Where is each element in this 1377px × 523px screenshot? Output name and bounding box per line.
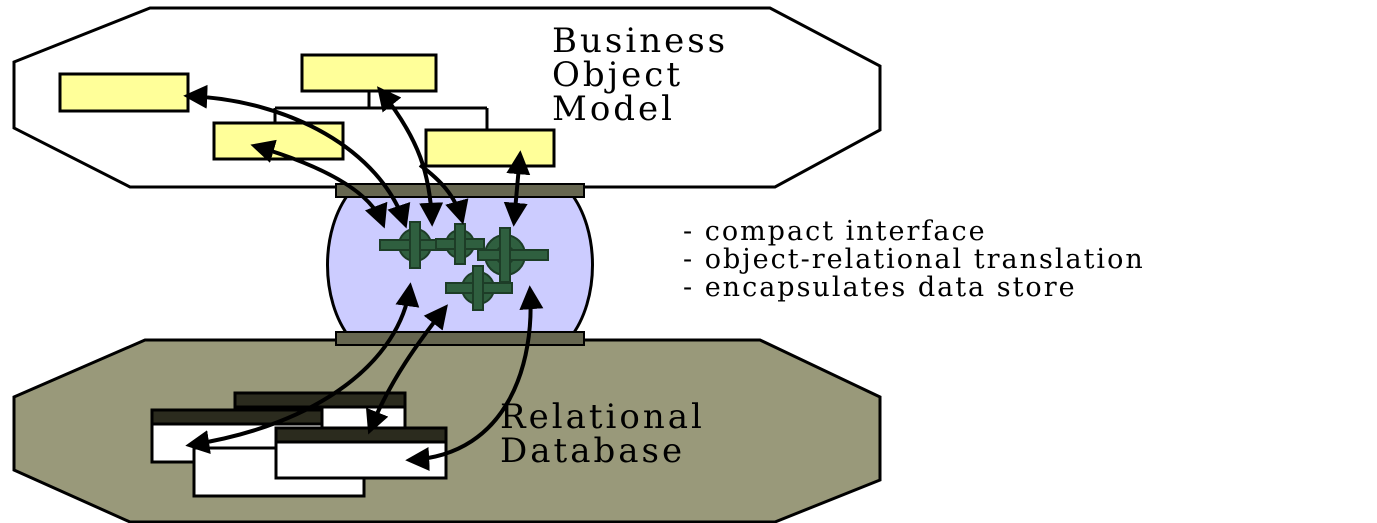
title-line: Model: [552, 89, 675, 129]
bottom-bar: [335, 331, 585, 346]
object-box: [300, 53, 438, 93]
arrow: [250, 139, 388, 229]
table-icon: [274, 426, 448, 480]
relational-database-title: Relational Database: [500, 397, 719, 471]
top-bar: [335, 183, 585, 198]
title-line: Relational: [500, 397, 705, 437]
title-line: Database: [500, 431, 685, 471]
object-box: [58, 72, 190, 113]
arrow: [503, 150, 531, 227]
feature-item: - compact interface: [683, 216, 987, 247]
gear-icon: [379, 221, 451, 269]
mapping-arrows: [183, 84, 544, 472]
object-box: [424, 128, 556, 168]
arrow: [405, 285, 544, 472]
arrow: [377, 86, 444, 227]
arrow: [418, 163, 469, 225]
feature-item: - encapsulates data store: [683, 272, 1077, 303]
title-line: Object: [552, 55, 683, 95]
feature-item: - object-relational translation: [683, 244, 1145, 275]
business-object-model-title: Business Object Model: [552, 21, 742, 129]
gear-icon: [477, 227, 549, 283]
feature-list: - compact interface - object-relational …: [683, 216, 1155, 303]
